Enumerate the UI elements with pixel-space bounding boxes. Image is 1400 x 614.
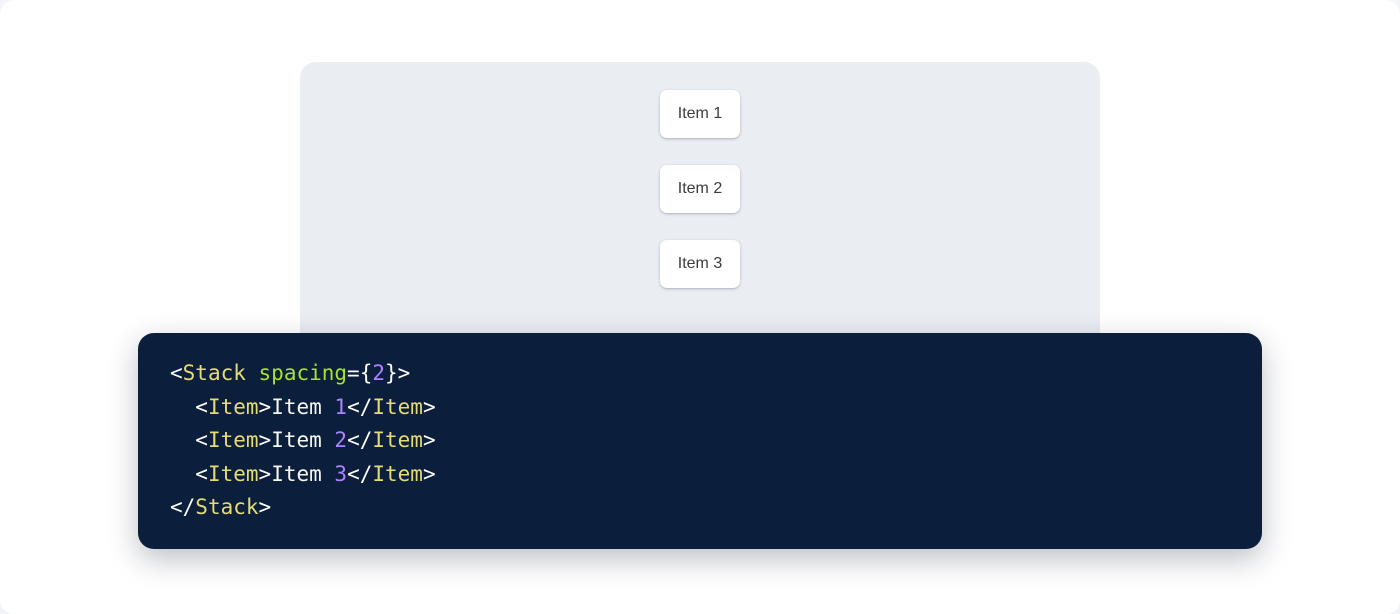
code-token-punct: </: [347, 461, 373, 486]
code-line: </Stack>: [170, 495, 271, 519]
code-token-punct: </: [347, 394, 373, 419]
stack-item[interactable]: Item 1: [660, 90, 740, 138]
code-line: <Stack spacing={2}>: [170, 361, 410, 385]
code-token-num: 2: [334, 428, 348, 453]
code-line: <Item>Item 3</Item>: [170, 461, 436, 486]
stack-item-label: Item 3: [677, 255, 723, 272]
code-token-text: Item: [271, 461, 335, 486]
code-token-punct: >: [422, 428, 436, 453]
code-token-num: 1: [334, 394, 348, 419]
code-line: <Item>Item 1</Item>: [170, 394, 436, 419]
code-line: <Item>Item 2</Item>: [170, 428, 436, 453]
code-token-num: 3: [334, 461, 348, 486]
stack-container: Item 1 Item 2 Item 3: [300, 90, 1100, 288]
code-token-tag: Item: [372, 428, 423, 453]
code-token-tag: Item: [207, 428, 259, 453]
code-token-tag: Item: [207, 394, 259, 419]
code-token-punct: >: [258, 495, 272, 520]
code-token-num: 2: [372, 361, 385, 385]
code-token-punct: >: [258, 428, 272, 453]
code-token-tag: Stack: [195, 495, 259, 520]
code-token-punct: <: [195, 461, 208, 486]
code-token-punct: </: [170, 495, 196, 520]
code-snippet-text: <Stack spacing={2}> <Item>Item 1</Item> …: [170, 357, 1262, 525]
code-token-punct: }>: [385, 361, 411, 385]
code-token-tag: Item: [372, 461, 423, 486]
stack-item-label: Item 2: [677, 180, 723, 197]
code-token-attr: spacing: [258, 361, 348, 385]
code-token-tag: Stack: [182, 361, 246, 385]
code-token-punct: ={: [347, 361, 373, 385]
stack-item[interactable]: Item 2: [660, 165, 740, 213]
code-token-punct: >: [258, 394, 272, 419]
code-token-punct: <: [195, 394, 208, 419]
code-token-text: Item: [271, 428, 335, 453]
code-token-punct: </: [347, 428, 373, 453]
code-token-tag: Item: [207, 461, 259, 486]
code-token-tag: Item: [372, 394, 423, 419]
code-token-punct: >: [422, 394, 436, 419]
code-token-punct: [246, 361, 259, 385]
code-token-punct: <: [195, 428, 208, 453]
stack-preview-panel: Item 1 Item 2 Item 3: [300, 62, 1100, 352]
code-token-punct: >: [258, 461, 272, 486]
stack-item[interactable]: Item 3: [660, 240, 740, 288]
code-token-text: Item: [271, 394, 335, 419]
stack-item-label: Item 1: [677, 105, 723, 122]
code-token-punct: <: [170, 361, 183, 385]
code-token-punct: >: [422, 461, 436, 486]
code-snippet-block: <Stack spacing={2}> <Item>Item 1</Item> …: [138, 333, 1262, 549]
